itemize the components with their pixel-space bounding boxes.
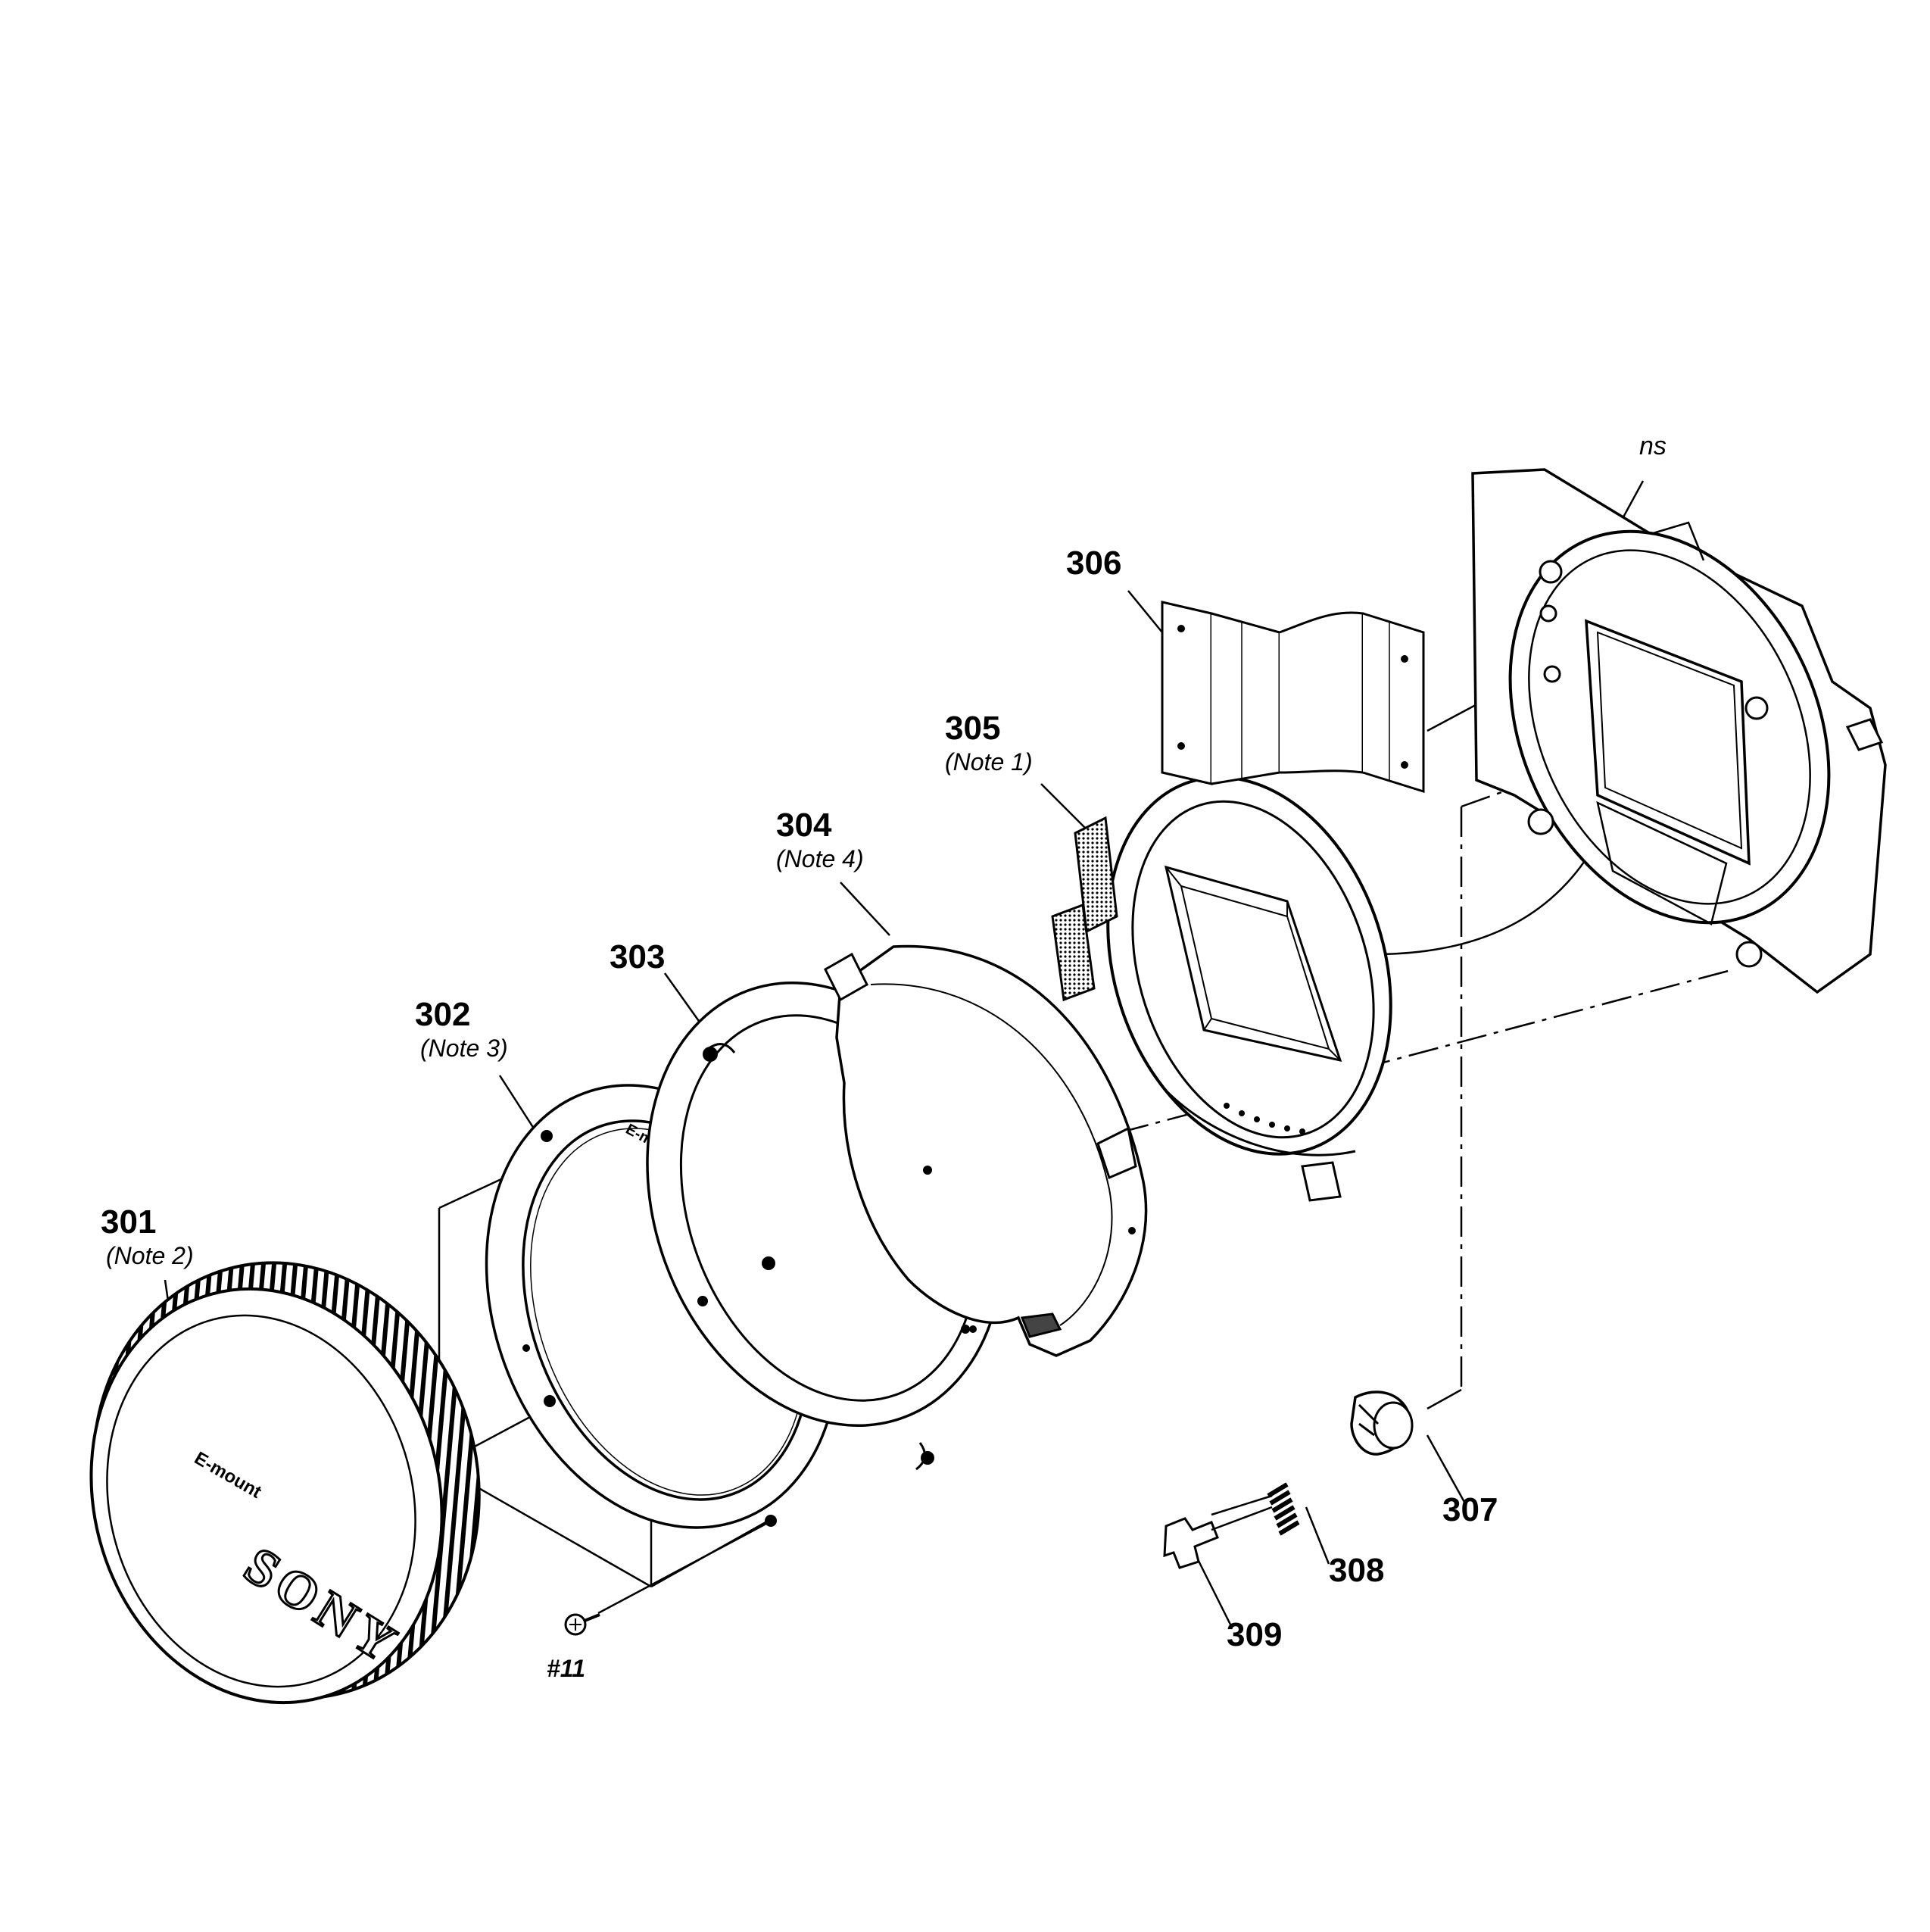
part-304-number: 304 <box>776 807 832 844</box>
part-303-number: 303 <box>610 938 666 975</box>
ns-label: ns <box>1639 432 1667 460</box>
part-305-mount-block <box>1051 776 1392 1202</box>
part-309-lock-pin <box>1163 1506 1273 1569</box>
part-308-number: 308 <box>1329 1552 1385 1589</box>
part-309-number: 309 <box>1227 1616 1283 1653</box>
ns-chassis <box>1471 468 1887 994</box>
part-308-spring <box>1267 1482 1300 1536</box>
part-301-body-cap: SONY E-mount <box>89 1261 481 1705</box>
screw-11-label: #11 <box>547 1655 586 1682</box>
part-306-number: 306 <box>1066 545 1122 582</box>
part-302-number: 302 <box>415 996 471 1033</box>
part-302-note: (Note 3) <box>420 1035 508 1062</box>
part-306-flex-sheet <box>1161 601 1425 794</box>
part-304-spring-plate <box>824 944 1148 1357</box>
part-305-note: (Note 1) <box>945 748 1033 776</box>
part-301-number: 301 <box>101 1203 157 1241</box>
part-301-note: (Note 2) <box>106 1242 194 1269</box>
part-305-number: 305 <box>945 710 1001 747</box>
part-307-number: 307 <box>1442 1491 1498 1528</box>
screw-11 <box>564 1613 600 1636</box>
part-304-note: (Note 4) <box>776 845 864 872</box>
part-307-release-button <box>1350 1390 1414 1456</box>
